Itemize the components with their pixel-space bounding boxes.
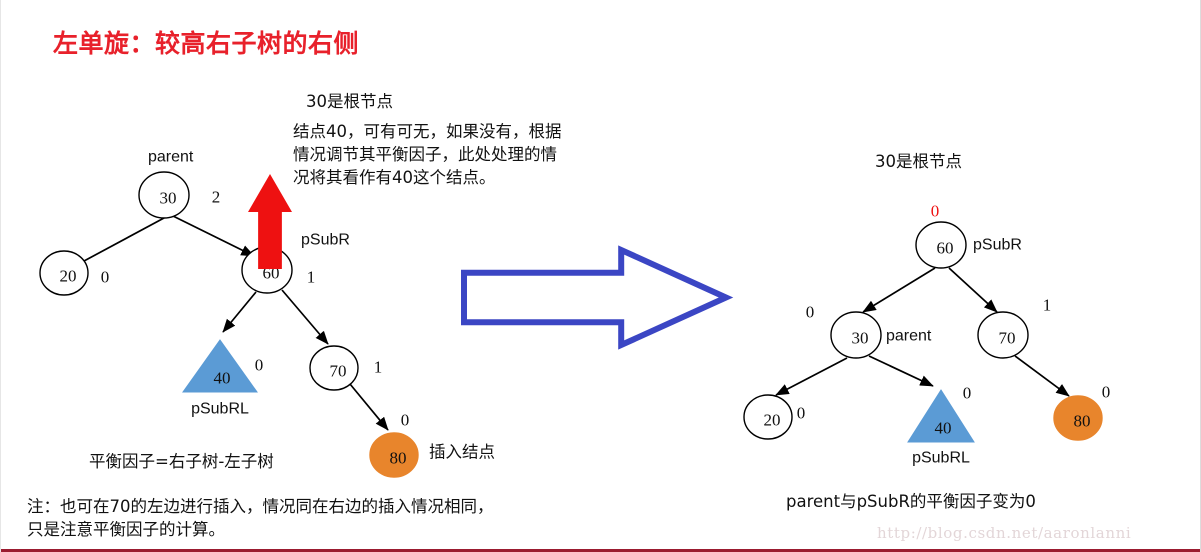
balance-factor: 0 bbox=[806, 303, 815, 322]
triangle-caption: pSubRL bbox=[912, 450, 970, 467]
balance-factor: 0 bbox=[101, 268, 110, 287]
node-value: 80 bbox=[390, 449, 407, 468]
balance-factor: 0 bbox=[963, 384, 972, 403]
note-bottom-remark: 注：也可在70的左边进行插入，情况同在右边的插入情况相同， 只是注意平衡因子的计… bbox=[27, 497, 494, 539]
subtree-triangle[interactable]: 40 bbox=[182, 339, 258, 393]
node-shape bbox=[743, 394, 793, 440]
node-shape bbox=[977, 311, 1029, 359]
insert-node-label: 插入结点 bbox=[429, 443, 495, 462]
node-shape bbox=[830, 311, 882, 359]
tree-edge bbox=[775, 357, 848, 396]
bottom-rule bbox=[1, 549, 1200, 552]
node-value: 30 bbox=[160, 189, 177, 208]
note-root-left: 30是根节点 bbox=[306, 92, 393, 111]
tree-node[interactable]: 80 bbox=[369, 432, 419, 478]
tree-node[interactable]: 70 bbox=[309, 345, 359, 391]
page-title: 左单旋：较高右子树的右侧 bbox=[53, 29, 360, 58]
tree-node[interactable]: 30 bbox=[138, 171, 190, 219]
emphasis-up-arrow bbox=[248, 174, 292, 269]
tree-node[interactable]: 70 bbox=[977, 311, 1029, 359]
note-right-caption: parent与pSubR的平衡因子变为0 bbox=[786, 492, 1036, 511]
transform-right-arrow bbox=[461, 245, 734, 350]
tree-edge bbox=[1014, 355, 1070, 397]
tree-edge bbox=[281, 289, 329, 345]
balance-factor: 0 bbox=[1102, 383, 1111, 402]
triangle-value: 40 bbox=[935, 419, 952, 438]
node-value: 80 bbox=[1074, 412, 1091, 431]
watermark: http://blog.csdn.net/aaronlanni bbox=[877, 524, 1132, 542]
tree-edge bbox=[172, 215, 255, 257]
note-root-right: 30是根节点 bbox=[875, 152, 962, 171]
node-value: 30 bbox=[852, 329, 869, 348]
node-shape bbox=[915, 221, 967, 269]
after-tree-nodes: 60 0 pSubR 30 0 parent 70 1 20 0 80 0 40 0 pSubRL bbox=[743, 202, 1111, 467]
pointer-label: parent bbox=[148, 149, 194, 166]
node-value: 20 bbox=[60, 267, 77, 286]
triangle-shape bbox=[907, 389, 975, 443]
note-balance-formula: 平衡因子=右子树-左子树 bbox=[89, 452, 274, 471]
balance-factor: 0 bbox=[797, 404, 806, 423]
node-shape bbox=[1053, 395, 1103, 441]
blue-right-arrow-shape bbox=[461, 245, 734, 350]
node-shape bbox=[309, 345, 359, 391]
diagram-extra-labels: 插入结点 bbox=[429, 443, 495, 462]
pointer-label: pSubR bbox=[301, 232, 350, 249]
tree-node[interactable]: 20 bbox=[743, 394, 793, 440]
pointer-label: parent bbox=[886, 328, 932, 345]
red-up-arrow-shape bbox=[248, 174, 292, 269]
tree-edge bbox=[868, 355, 934, 387]
node-value: 70 bbox=[999, 329, 1016, 348]
balance-factor: 1 bbox=[1043, 296, 1052, 315]
tree-node[interactable]: 30 bbox=[830, 311, 882, 359]
tree-node[interactable]: 60 bbox=[915, 221, 967, 269]
node-value: 20 bbox=[764, 411, 781, 430]
before-tree-edges bbox=[70, 215, 389, 431]
balance-factor: 1 bbox=[374, 358, 383, 377]
node-shape bbox=[369, 432, 419, 478]
tree-node[interactable]: 20 bbox=[39, 250, 89, 296]
tree-edge bbox=[70, 217, 165, 269]
balance-factor: 0 bbox=[401, 411, 410, 430]
after-tree-edges bbox=[775, 267, 1070, 397]
note-optional-node: 结点40，可有可无，如果没有，根据 情况调节其平衡因子，此处处理的情 况将其看作… bbox=[293, 122, 562, 187]
balance-factor: 0 bbox=[931, 202, 940, 221]
node-value: 70 bbox=[330, 362, 347, 381]
tree-edge bbox=[948, 267, 998, 313]
tree-edge bbox=[862, 267, 936, 313]
node-shape bbox=[39, 250, 89, 296]
balance-factor: 2 bbox=[212, 188, 221, 207]
balance-factor: 1 bbox=[307, 268, 316, 287]
triangle-shape bbox=[182, 339, 258, 393]
tree-edge bbox=[222, 291, 257, 333]
node-shape bbox=[138, 171, 190, 219]
pointer-label: pSubR bbox=[973, 237, 1022, 254]
subtree-triangle[interactable]: 40 bbox=[907, 389, 975, 443]
tree-edge bbox=[349, 383, 389, 431]
node-value: 60 bbox=[937, 239, 954, 258]
balance-factor: 0 bbox=[255, 356, 264, 375]
triangle-value: 40 bbox=[214, 369, 231, 388]
tree-node[interactable]: 80 bbox=[1053, 395, 1103, 441]
triangle-caption: pSubRL bbox=[191, 401, 249, 418]
